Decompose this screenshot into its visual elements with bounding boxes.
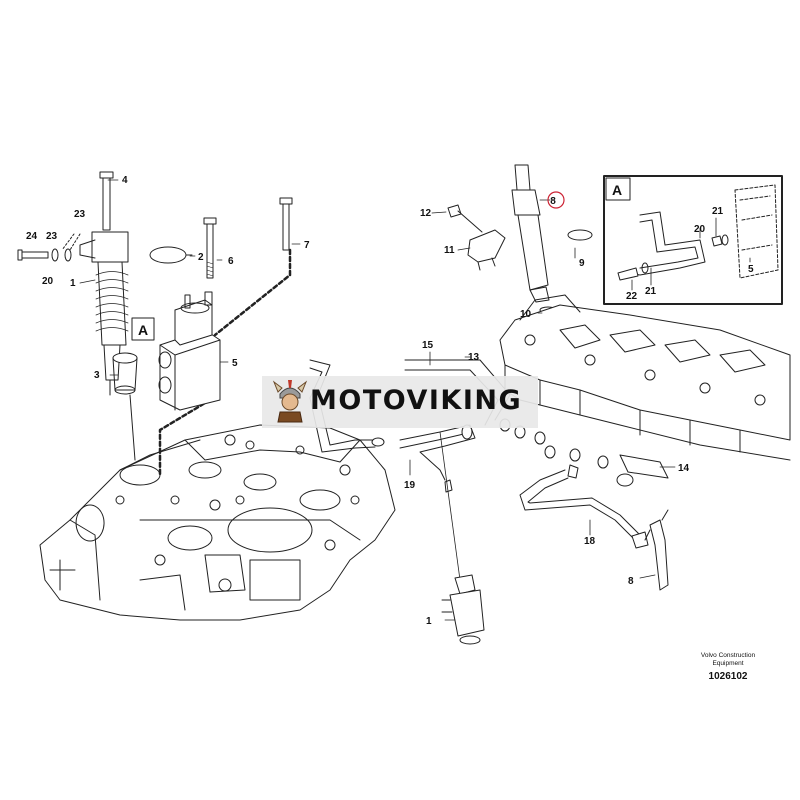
callout-10: 10 [520,309,532,320]
callout-9: 9 [579,258,585,269]
callout-21a: 21 [712,206,724,217]
callout-4: 4 [122,175,128,186]
injector [511,164,557,314]
callout-7: 7 [304,240,310,251]
leader-lines [79,179,751,621]
callout-20: 20 [42,276,54,287]
detail-label-inset: A [612,182,622,198]
injector-o-ring [567,229,593,241]
callout-14: 14 [678,463,690,474]
callout-8: 8 [550,196,556,207]
callout-1b: 1 [426,616,432,627]
footer-publisher-line1: Volvo Construction [700,652,756,659]
watermark-band [262,376,538,428]
callout-23b: 23 [46,231,58,242]
callout-2: 2 [198,252,204,263]
callout-labels: 4 23 24 23 20 1 2 6 7 5 3 12 11 8 9 10 1… [26,175,754,627]
callout-20b: 20 [694,224,706,235]
drawing-number: 1026102 [708,671,748,682]
o-ring [149,246,187,264]
callout-1: 1 [70,278,76,289]
callout-5: 5 [232,358,238,369]
detail-label-left: A [138,322,148,338]
cylinder-head [499,294,791,461]
callout-5b: 5 [748,264,754,275]
watermark-text: MOTOVIKING [310,385,523,416]
callout-24: 24 [26,231,38,242]
bracket [158,291,221,411]
bolt-7 [279,197,293,251]
callout-8b: 8 [628,576,634,587]
bolt-and-washers [17,233,81,262]
unit-injector [79,171,138,396]
callout-11: 11 [444,245,455,256]
bolt-6 [203,217,217,279]
detail-marker-left [131,317,155,341]
callout-21b: 21 [645,286,657,297]
viking-mascot-icon [272,380,308,423]
callout-19: 19 [404,480,416,491]
drawing-footer: Volvo Construction Equipment 1026102 [688,652,768,682]
detail-a-inset [603,175,783,305]
callout-12: 12 [420,208,432,219]
footer-publisher-line2: Equipment [712,660,744,667]
callout-13: 13 [468,352,480,363]
callout-3: 3 [94,370,100,381]
injector-clamp [467,229,506,271]
callout-15: 15 [422,340,434,351]
callout-6: 6 [228,256,234,267]
callout-22: 22 [626,291,638,302]
callout-18: 18 [584,536,596,547]
guide-lines [158,248,292,477]
highlight-ring [547,191,565,209]
engine-block [39,424,396,621]
callout-23a: 23 [74,209,86,220]
